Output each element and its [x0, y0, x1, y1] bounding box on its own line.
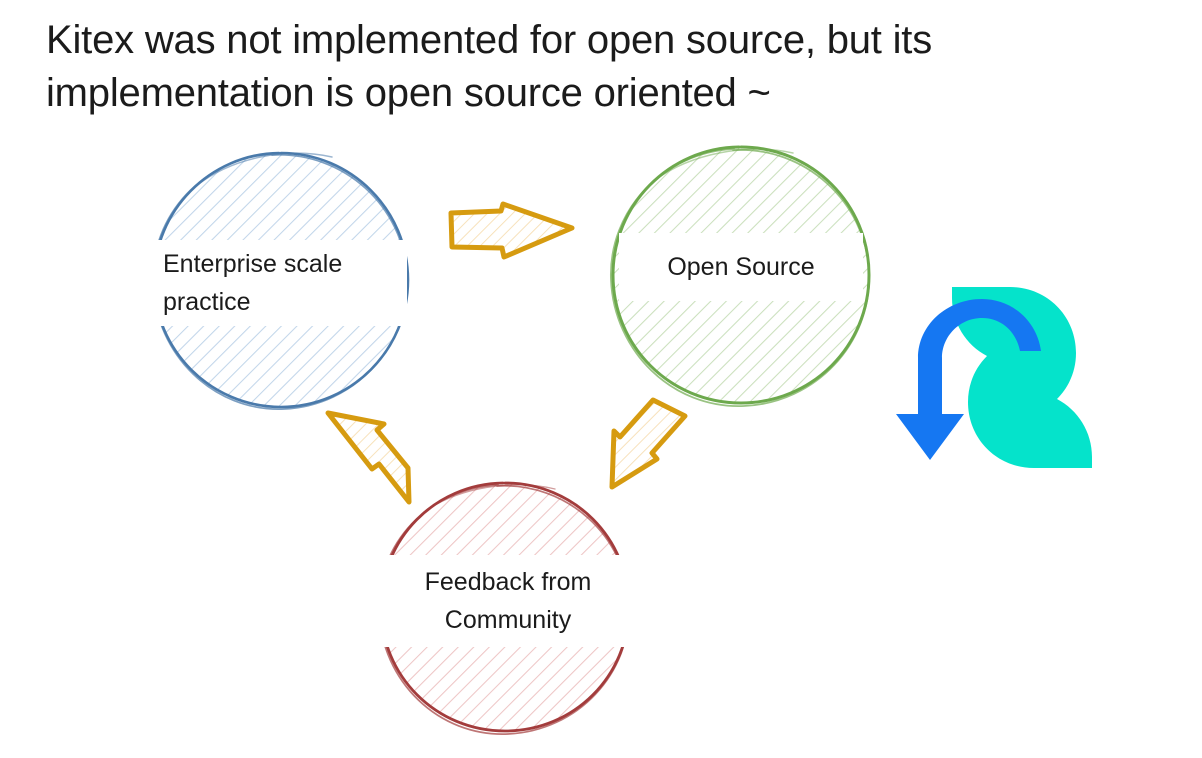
cloudwego-logo-blue-arrow — [896, 299, 1041, 460]
arrow-feedback-to-enterprise[interactable] — [325, 410, 412, 505]
node-feedback-label-line-1: Feedback from — [424, 568, 592, 596]
cloudwego-logo-teal-shape — [952, 287, 1092, 468]
node-enterprise-label-line-2: practice — [163, 288, 251, 316]
node-opensource-label-line-1: Open Source — [667, 253, 815, 281]
arrow-opensource-to-feedback[interactable] — [609, 397, 688, 490]
arrow-enterprise-to-opensource[interactable] — [448, 201, 575, 260]
node-opensource-label-band: Open Source — [619, 233, 863, 301]
node-feedback-label-line-2: Community — [444, 606, 572, 634]
node-enterprise-label-band: Enterprise scale practice — [135, 240, 407, 326]
node-feedback-label-band: Feedback from Community — [374, 555, 642, 647]
title-line-1: Kitex was not implemented for open sourc… — [46, 18, 933, 62]
cloudwego-logo-svg — [896, 287, 1092, 468]
page-title: Kitex was not implemented for open sourc… — [46, 14, 1136, 120]
title-line-2: implementation is open source oriented ~ — [46, 71, 771, 115]
node-enterprise-label-line-1: Enterprise scale — [163, 250, 343, 278]
cloudwego-logo — [884, 285, 1139, 470]
